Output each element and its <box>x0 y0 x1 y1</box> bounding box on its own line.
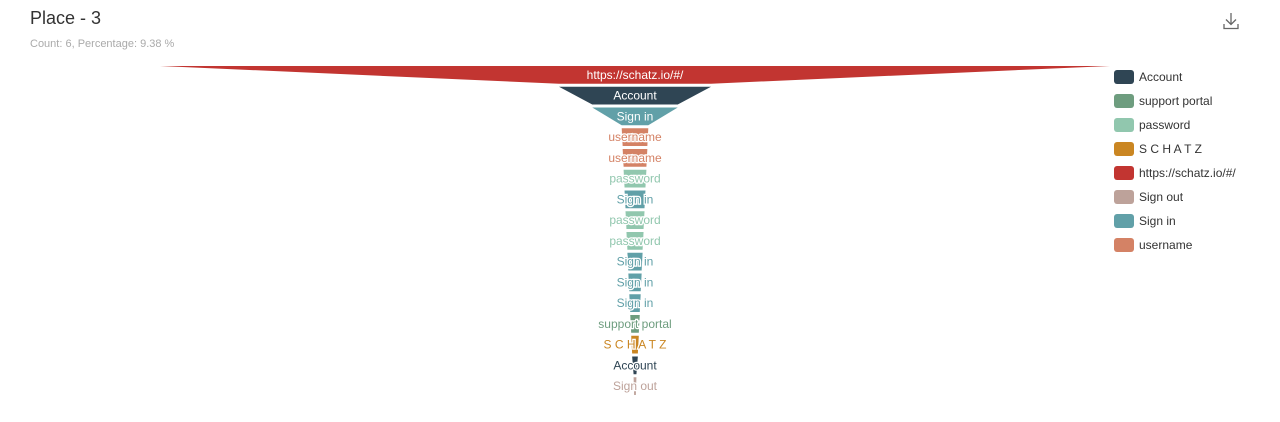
funnel-segment[interactable] <box>626 232 644 250</box>
legend-label: Sign out <box>1139 190 1184 204</box>
legend-label: S C H A T Z <box>1139 142 1202 156</box>
legend-swatch <box>1114 190 1134 204</box>
legend-swatch <box>1114 166 1134 180</box>
funnel-segment[interactable] <box>632 356 638 375</box>
funnel-segment[interactable] <box>628 273 642 292</box>
funnel-segment[interactable] <box>630 315 640 333</box>
legend-item[interactable]: https://schatz.io/#/ <box>1114 161 1236 185</box>
legend-swatch <box>1114 238 1134 252</box>
funnel-segment[interactable] <box>160 66 1110 84</box>
funnel-segment[interactable] <box>621 128 649 146</box>
legend-item[interactable]: Sign out <box>1114 185 1236 209</box>
funnel-segment[interactable] <box>627 252 643 271</box>
funnel-segment[interactable] <box>625 211 645 229</box>
page-title: Place - 3 <box>30 8 102 28</box>
legend-item[interactable]: Account <box>1114 65 1236 89</box>
funnel-label: Sign in <box>617 255 654 269</box>
legend-item[interactable]: Sign in <box>1114 209 1236 233</box>
funnel-label: Account <box>613 358 657 372</box>
legend-item[interactable]: support portal <box>1114 89 1236 113</box>
funnel-label: S C H A T Z <box>604 338 667 352</box>
legend-swatch <box>1114 142 1134 156</box>
legend-label: Account <box>1139 70 1183 84</box>
funnel-segment[interactable] <box>624 190 646 209</box>
funnel-label: username <box>608 130 662 144</box>
download-icon <box>1223 13 1239 30</box>
funnel-label: password <box>609 172 660 186</box>
funnel-label: Sign out <box>613 379 658 393</box>
legend-swatch <box>1114 70 1134 84</box>
legend: Account support portal password S C H A T Z… <box>1114 65 1236 257</box>
legend-swatch <box>1114 118 1134 132</box>
funnel-label: username <box>608 151 662 165</box>
legend-swatch <box>1114 94 1134 108</box>
funnel-segment[interactable] <box>629 294 641 312</box>
funnel-label: Account <box>613 89 657 103</box>
legend-swatch <box>1114 214 1134 228</box>
legend-label: username <box>1139 238 1193 252</box>
funnel-label: password <box>609 213 660 227</box>
legend-item[interactable]: S C H A T Z <box>1114 137 1236 161</box>
funnel-segment[interactable] <box>631 335 639 354</box>
page-subtitle: Count: 6, Percentage: 9.38 % <box>30 38 175 50</box>
funnel-label: support portal <box>598 317 671 331</box>
legend-label: https://schatz.io/#/ <box>1139 166 1236 180</box>
funnel-segment[interactable] <box>559 86 711 105</box>
funnel-label: Sign in <box>617 275 654 289</box>
legend-label: Sign in <box>1139 214 1176 228</box>
legend-label: password <box>1139 118 1191 132</box>
funnel-segment[interactable] <box>633 377 637 395</box>
funnel-label: Sign in <box>617 109 654 123</box>
funnel-segment[interactable] <box>623 169 647 188</box>
funnel-label: Sign in <box>617 192 654 206</box>
funnel-label: password <box>609 234 660 248</box>
download-button[interactable] <box>1221 11 1241 31</box>
legend-item[interactable]: password <box>1114 113 1236 137</box>
funnel-segment[interactable] <box>592 107 678 126</box>
legend-item[interactable]: username <box>1114 233 1236 257</box>
legend-label: support portal <box>1139 94 1213 108</box>
funnel-segment[interactable] <box>622 149 648 167</box>
funnel-label: Sign in <box>617 296 654 310</box>
funnel-label: https://schatz.io/#/ <box>587 68 684 82</box>
